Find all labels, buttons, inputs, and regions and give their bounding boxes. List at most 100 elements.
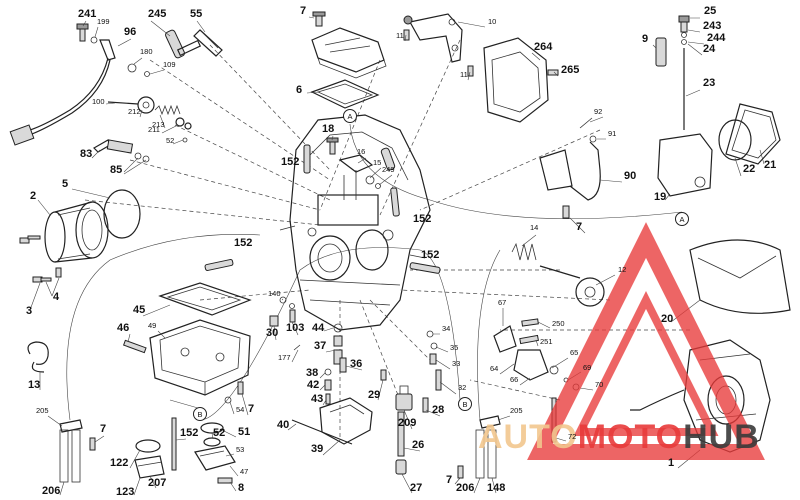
callout-4: 4 bbox=[53, 291, 60, 303]
callout-249: 249 bbox=[382, 165, 395, 174]
callout-213: 213 bbox=[152, 120, 165, 129]
part-109-clip bbox=[144, 71, 150, 77]
part-14-throttle-spring bbox=[511, 242, 581, 279]
part-7-cable-screw bbox=[562, 205, 570, 219]
callout-250: 250 bbox=[552, 319, 565, 328]
part-264-cover bbox=[483, 37, 549, 123]
part-27-nozzle bbox=[395, 459, 407, 475]
callout-30: 30 bbox=[266, 327, 278, 339]
part-6-top-cover bbox=[310, 27, 387, 109]
part-245-plunger bbox=[165, 29, 202, 59]
part-152-bowl-pin bbox=[171, 417, 177, 471]
part-177-needle-jet bbox=[293, 344, 301, 351]
callout-23: 23 bbox=[703, 77, 715, 89]
part-19-pump-housing bbox=[657, 133, 713, 197]
part-40-float-pin bbox=[291, 419, 353, 445]
callout-54: 54 bbox=[236, 405, 244, 414]
watermark-middle: MOTO bbox=[578, 418, 683, 456]
vent-hose-right-route bbox=[477, 249, 501, 421]
callout-11: 11 bbox=[460, 70, 468, 79]
carburetor-body bbox=[279, 114, 431, 331]
route-line-b bbox=[199, 247, 461, 421]
callout-28: 28 bbox=[432, 404, 444, 416]
callout-44: 44 bbox=[312, 322, 325, 334]
part-18-cap-screw bbox=[326, 137, 339, 155]
callout-19: 19 bbox=[654, 191, 666, 203]
callout-53: 53 bbox=[236, 445, 244, 454]
callout-123: 123 bbox=[116, 486, 134, 498]
callout-64: 64 bbox=[490, 364, 498, 373]
callout-9: 9 bbox=[642, 33, 648, 45]
reference-marker-a: A bbox=[675, 212, 689, 226]
callout-38: 38 bbox=[306, 367, 318, 379]
callout-207: 207 bbox=[148, 477, 166, 489]
callout-251: 251 bbox=[540, 337, 553, 346]
callout-90: 90 bbox=[624, 170, 636, 182]
part-213-spring bbox=[154, 104, 181, 116]
callout-43: 43 bbox=[311, 393, 323, 405]
vent-hose-left-route bbox=[66, 233, 261, 421]
callout-100: 100 bbox=[92, 97, 105, 106]
callout-47: 47 bbox=[240, 467, 248, 476]
callout-91: 91 bbox=[608, 129, 616, 138]
part-45-float-bowl-gasket bbox=[158, 282, 252, 316]
callout-180: 180 bbox=[140, 47, 153, 56]
callout-39: 39 bbox=[311, 443, 323, 455]
callout-42: 42 bbox=[307, 379, 319, 391]
callout-46: 46 bbox=[117, 322, 129, 334]
callout-205: 205 bbox=[510, 406, 523, 415]
part-123-207-drain-plug bbox=[134, 455, 165, 479]
part-206-vent-hoses bbox=[59, 429, 497, 483]
callout-32: 32 bbox=[458, 383, 466, 392]
marker-letter: A bbox=[679, 215, 684, 224]
part-5-clamp-ring bbox=[103, 189, 141, 239]
part-83-hose-fitting bbox=[93, 139, 150, 163]
route-line-a bbox=[349, 123, 683, 220]
callout-14: 14 bbox=[530, 223, 538, 232]
marker-letter: B bbox=[197, 410, 202, 419]
callout-152: 152 bbox=[234, 237, 252, 249]
callout-36: 36 bbox=[350, 358, 362, 370]
part-11-screw bbox=[403, 29, 474, 77]
callout-70: 70 bbox=[595, 380, 603, 389]
callout-3: 3 bbox=[26, 305, 32, 317]
part-36-main-jet bbox=[339, 357, 347, 373]
callout-37: 37 bbox=[314, 340, 326, 352]
part-205-hose-fitting bbox=[59, 415, 501, 433]
part-64-65-66-lever bbox=[513, 349, 559, 381]
callout-27: 27 bbox=[410, 482, 422, 494]
callout-1: 1 bbox=[668, 457, 674, 469]
part-67-250-251-linkage bbox=[493, 318, 539, 353]
part-9-adjuster bbox=[655, 37, 667, 67]
callout-22: 22 bbox=[743, 163, 755, 175]
callout-265: 265 bbox=[561, 64, 579, 76]
callout-205: 205 bbox=[36, 406, 49, 415]
callout-18: 18 bbox=[322, 123, 334, 135]
part-16-15-249-pivot bbox=[338, 154, 381, 189]
callout-65: 65 bbox=[570, 348, 578, 357]
callout-13: 13 bbox=[28, 379, 40, 391]
callout-40: 40 bbox=[277, 419, 289, 431]
callout-85: 85 bbox=[110, 164, 122, 176]
callout-72: 72 bbox=[568, 432, 576, 441]
callout-209: 209 bbox=[398, 417, 416, 429]
callout-66: 66 bbox=[510, 375, 518, 384]
callout-177: 177 bbox=[278, 353, 291, 362]
part-211-oring bbox=[175, 117, 192, 130]
part-44-37-jets bbox=[333, 323, 343, 365]
reference-marker-b: B bbox=[193, 407, 207, 421]
part-2-intake-boot bbox=[44, 201, 109, 263]
watermark-logo bbox=[527, 222, 765, 460]
callout-29: 29 bbox=[368, 389, 380, 401]
callout-52: 52 bbox=[166, 136, 174, 145]
callout-21: 21 bbox=[764, 159, 776, 171]
callout-243: 243 bbox=[703, 20, 721, 32]
callout-25: 25 bbox=[704, 5, 716, 17]
callout-2: 2 bbox=[30, 190, 36, 202]
part-265-screw bbox=[547, 69, 559, 76]
part-8-cover-screw bbox=[217, 477, 233, 484]
callout-109: 109 bbox=[163, 60, 176, 69]
callout-152: 152 bbox=[180, 427, 198, 439]
